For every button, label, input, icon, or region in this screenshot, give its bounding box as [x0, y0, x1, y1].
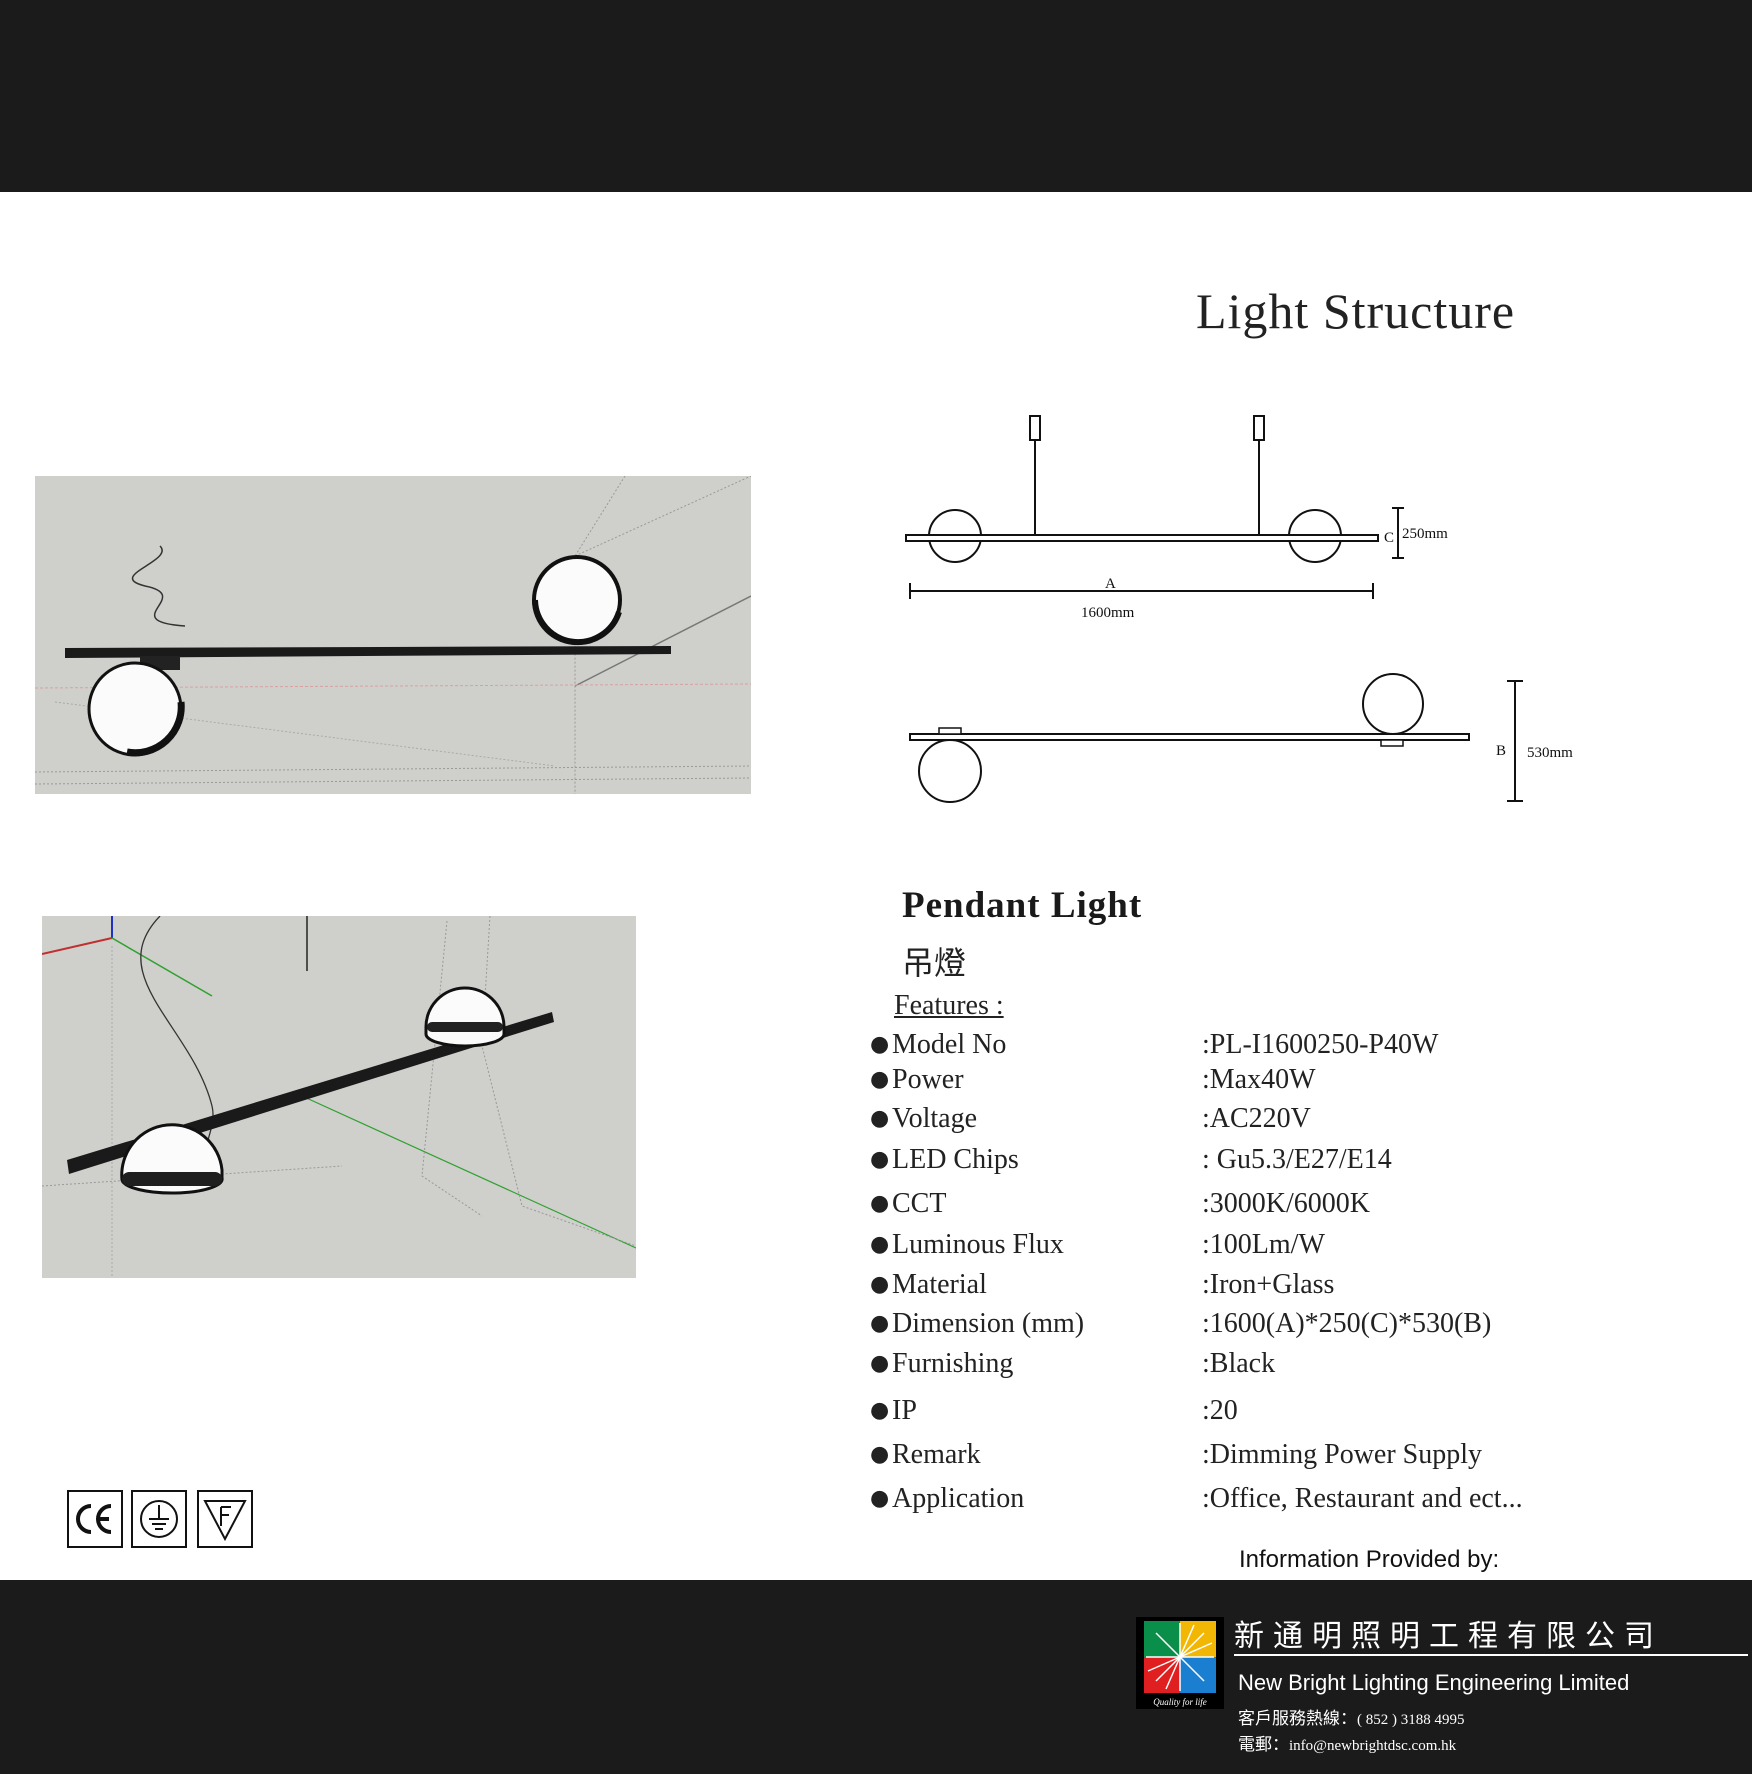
- spec-value: :20: [1202, 1395, 1238, 1426]
- spec-value: :PL-I1600250-P40W: [1202, 1029, 1439, 1060]
- spec-row: ●Model No :PL-I1600250-P40W: [870, 1027, 1630, 1063]
- spec-row: ●Application :Office, Restaurant and ect.…: [870, 1481, 1630, 1517]
- email-value[interactable]: info@newbrightdsc.com.hk: [1289, 1738, 1457, 1754]
- header-band: [0, 0, 1752, 192]
- company-name-cn: 新通明照明工程有限公司: [1234, 1619, 1663, 1654]
- product-name-cn: 吊燈: [902, 944, 967, 982]
- email-label: 電郵：: [1238, 1735, 1289, 1755]
- hotline: 客戶服務熱線：( 852 ) 3188 4995: [1238, 1704, 1465, 1729]
- spec-label: LED Chips: [892, 1144, 1019, 1175]
- spec-row: ●Material :Iron+Glass: [870, 1267, 1630, 1303]
- product-render-front: [35, 476, 751, 794]
- spec-row: ●Remark :Dimming Power Supply: [870, 1437, 1630, 1473]
- spec-label: Remark: [892, 1439, 981, 1470]
- spec-value: :1600(A)*250(C)*530(B): [1202, 1308, 1492, 1339]
- company-name-en: New Bright Lighting Engineering Limited: [1238, 1670, 1630, 1695]
- spec-label: Luminous Flux: [892, 1229, 1064, 1260]
- spec-label: IP: [892, 1395, 917, 1426]
- bullet-icon: ●: [870, 1106, 890, 1131]
- hotline-value: ( 852 ) 3188 4995: [1357, 1712, 1465, 1728]
- dim-a-value: 1600mm: [1081, 605, 1135, 621]
- spec-value: :Black: [1202, 1348, 1276, 1379]
- dim-c-letter: C: [1384, 530, 1394, 546]
- f-mark-icon: [197, 1490, 253, 1548]
- spec-value: :Dimming Power Supply: [1202, 1439, 1483, 1470]
- bullet-icon: ●: [870, 1191, 890, 1216]
- spec-row: ●Dimension (mm) :1600(A)*250(C)*530(B): [870, 1306, 1630, 1342]
- spec-row: ●Luminous Flux :100Lm/W: [870, 1227, 1630, 1263]
- spec-row: ●IP :20: [870, 1393, 1630, 1429]
- email: 電郵：info@newbrightdsc.com.hk: [1238, 1730, 1456, 1755]
- logo-tagline: Quality for life: [1153, 1697, 1207, 1707]
- bullet-icon: ●: [870, 1351, 890, 1376]
- bullet-icon: ●: [870, 1032, 890, 1057]
- spec-value: :AC220V: [1202, 1103, 1311, 1134]
- dim-b-letter: B: [1496, 743, 1506, 759]
- bullet-icon: ●: [870, 1311, 890, 1336]
- spec-label: Material: [892, 1269, 987, 1300]
- spec-label: Application: [892, 1483, 1025, 1514]
- spec-label: Furnishing: [892, 1348, 1014, 1379]
- info-provided-by: Information Provided by:: [1239, 1546, 1500, 1573]
- features-heading: Features :: [894, 990, 1004, 1021]
- dim-a-letter: A: [1105, 576, 1116, 592]
- spec-value: :Iron+Glass: [1202, 1269, 1335, 1300]
- spec-label: Model No: [892, 1029, 1007, 1060]
- company-logo: Quality for life: [1136, 1617, 1224, 1709]
- page-title: Light Structure: [1196, 283, 1516, 339]
- hotline-label: 客戶服務熱線：: [1238, 1709, 1357, 1729]
- spec-row: ●Voltage :AC220V: [870, 1101, 1630, 1137]
- spec-label: Power: [892, 1064, 964, 1095]
- spec-label: Voltage: [892, 1103, 978, 1134]
- spec-value: : Gu5.3/E27/E14: [1202, 1144, 1392, 1175]
- bullet-icon: ●: [870, 1398, 890, 1423]
- footer-band: [0, 1580, 1752, 1774]
- spec-value: :Max40W: [1202, 1064, 1316, 1095]
- spec-label: Dimension (mm): [892, 1308, 1085, 1339]
- bullet-icon: ●: [870, 1442, 890, 1467]
- bullet-icon: ●: [870, 1067, 890, 1092]
- spec-label: CCT: [892, 1188, 947, 1219]
- spec-value: :Office, Restaurant and ect...: [1202, 1483, 1523, 1514]
- bullet-icon: ●: [870, 1232, 890, 1257]
- spec-row: ●CCT :3000K/6000K: [870, 1186, 1630, 1222]
- bullet-icon: ●: [870, 1272, 890, 1297]
- spec-row: ●LED Chips : Gu5.3/E27/E14: [870, 1142, 1630, 1178]
- product-name: Pendant Light: [902, 885, 1143, 926]
- product-render-perspective: [42, 916, 636, 1278]
- earth-ground-icon: [131, 1490, 187, 1548]
- spec-value: :100Lm/W: [1202, 1229, 1325, 1260]
- spec-value: :3000K/6000K: [1202, 1188, 1370, 1219]
- company-divider: [1234, 1654, 1748, 1656]
- bullet-icon: ●: [870, 1486, 890, 1511]
- structure-diagram: A 1600mm C 250mm B 530mm: [905, 415, 1573, 803]
- ce-mark-icon: [67, 1490, 123, 1548]
- spec-row: ●Power :Max40W: [870, 1062, 1630, 1098]
- dim-b-value: 530mm: [1527, 745, 1573, 761]
- bullet-icon: ●: [870, 1147, 890, 1172]
- spec-row: ●Furnishing :Black: [870, 1346, 1630, 1382]
- spec-sheet: [2, 192, 1748, 1580]
- dim-c-value: 250mm: [1402, 526, 1448, 542]
